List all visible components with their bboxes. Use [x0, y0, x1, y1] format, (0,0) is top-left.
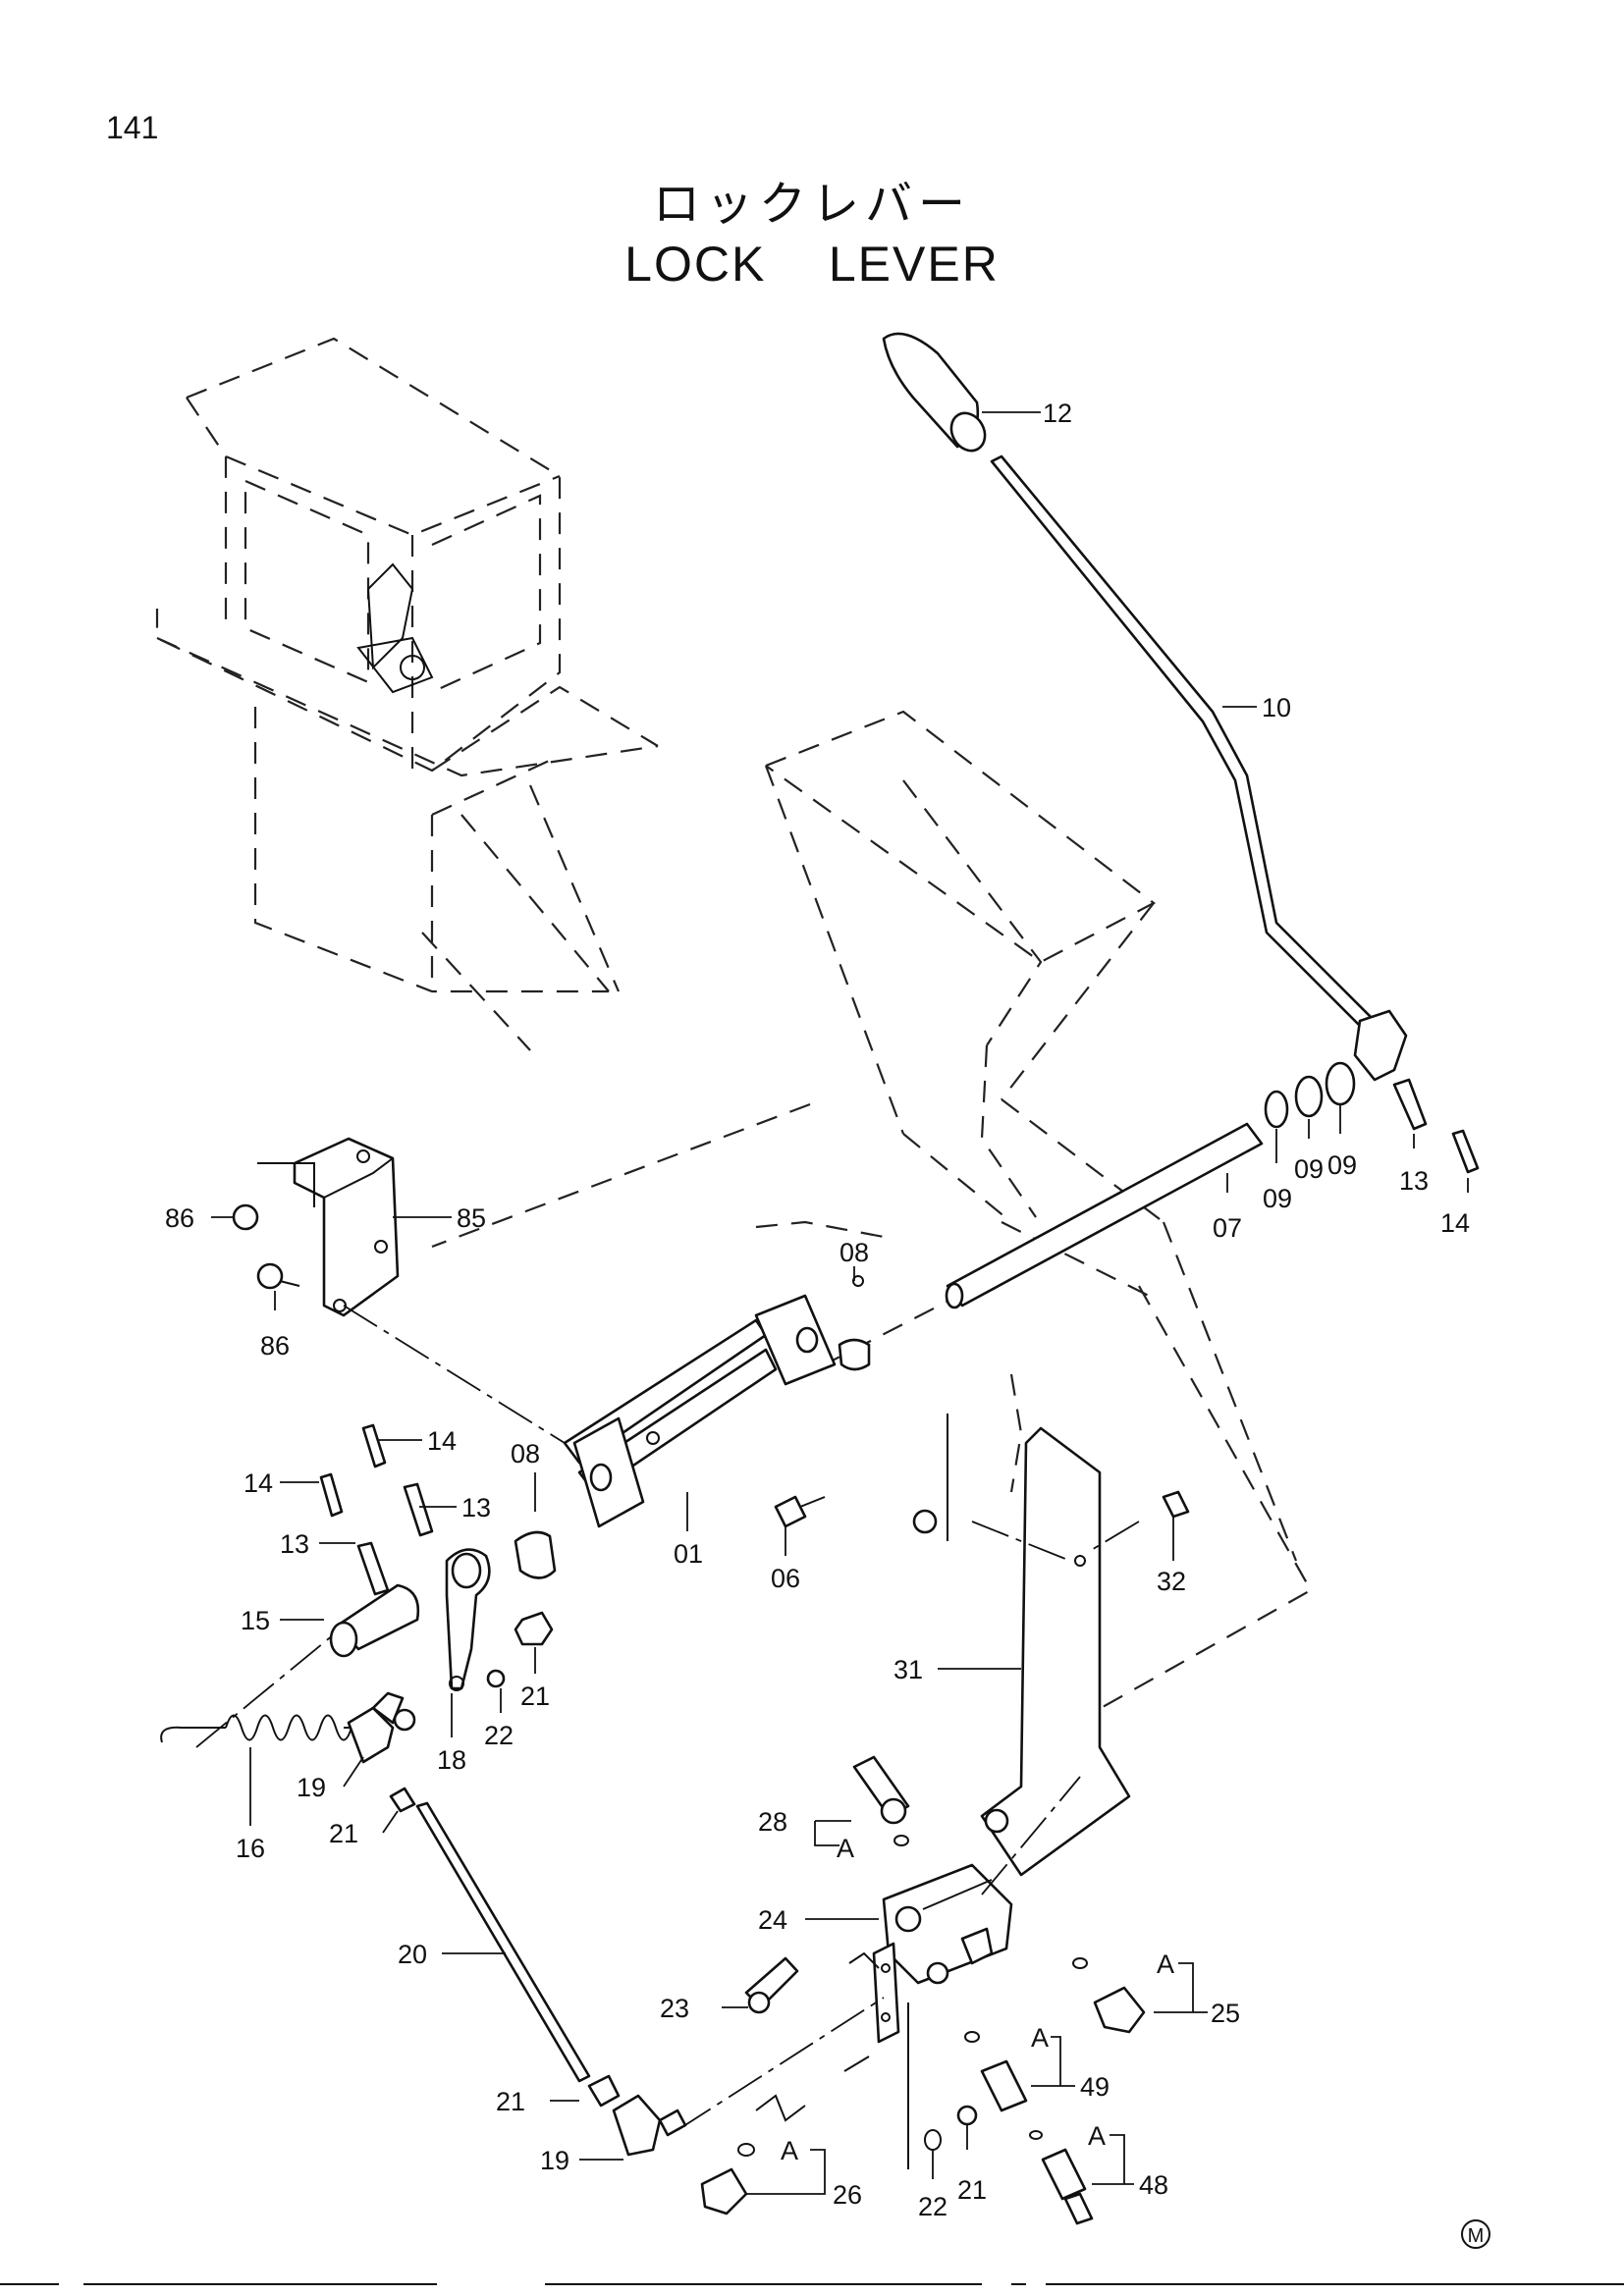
callout-21b: 21: [329, 1819, 358, 1848]
callout-01: 01: [674, 1539, 703, 1569]
page-title-english: LOCK LEVER: [624, 237, 1000, 292]
centre-lines: [195, 1305, 1140, 2131]
callout-10: 10: [1262, 693, 1291, 722]
callout-14b: 14: [244, 1468, 273, 1498]
callout-25: 25: [1211, 1999, 1240, 2028]
callout-24: 24: [758, 1905, 787, 1935]
lever-rod: [882, 332, 1480, 1174]
page-number: 141: [106, 110, 159, 145]
callout-07: 07: [1213, 1213, 1242, 1243]
callout-22b: 22: [918, 2192, 947, 2221]
callout-18: 18: [437, 1745, 466, 1775]
callout-20: 20: [398, 1940, 427, 1969]
callout-21a: 21: [520, 1682, 550, 1711]
callout-08a: 08: [839, 1238, 869, 1267]
bracket-85: [232, 1137, 400, 1317]
callout-labels: 12 10 09 09 09 13 14 07 85 86 86 08 08 1…: [165, 399, 1470, 2221]
callout-14a: 14: [427, 1426, 457, 1456]
m-mark: M: [1461, 2219, 1490, 2249]
callout-14: 14: [1440, 1208, 1470, 1238]
callout-13: 13: [1399, 1166, 1429, 1196]
m-mark-letter: M: [1468, 2225, 1485, 2247]
console-phantom-outline: [431, 710, 1313, 1748]
callout-85: 85: [457, 1203, 486, 1233]
link-assembly: [514, 1275, 871, 1579]
spring-16: [160, 1707, 379, 1743]
callout-86b: 86: [260, 1331, 290, 1361]
callout-A-26: A: [781, 2136, 798, 2165]
callout-A-25: A: [1157, 1949, 1174, 1979]
rod-20: [415, 1801, 621, 2108]
callout-19b: 19: [540, 2146, 569, 2175]
callout-28: 28: [758, 1807, 787, 1837]
callout-A-49: A: [1031, 2023, 1049, 2053]
callout-32: 32: [1157, 1567, 1186, 1596]
callout-21d: 21: [957, 2175, 987, 2205]
callout-08b: 08: [511, 1439, 540, 1468]
lever-parts: [319, 1423, 554, 1691]
callout-13a: 13: [461, 1493, 491, 1522]
callout-31: 31: [893, 1655, 923, 1684]
callout-22a: 22: [484, 1721, 514, 1750]
bracket-31: [980, 1426, 1190, 1877]
callout-86a: 86: [165, 1203, 194, 1233]
callout-49: 49: [1080, 2072, 1110, 2102]
callout-26: 26: [833, 2180, 862, 2210]
callout-21c: 21: [496, 2087, 525, 2116]
elbow-19-lower: [612, 2056, 870, 2216]
page-title-japanese: ロックレバー: [652, 177, 971, 232]
elbow-19-upper: [347, 1691, 416, 1813]
cab-phantom-outline: [155, 337, 659, 1051]
switch-assembly: [744, 1755, 1146, 2225]
washers: [1264, 1061, 1356, 1129]
shaft: [945, 1122, 1264, 1309]
callout-15: 15: [241, 1606, 270, 1635]
callout-06: 06: [771, 1564, 800, 1593]
callout-09c: 09: [1327, 1150, 1357, 1180]
callout-09b: 09: [1294, 1154, 1324, 1184]
callout-A-48: A: [1088, 2121, 1106, 2151]
callout-leaders: [211, 411, 1469, 2195]
callout-09a: 09: [1263, 1184, 1292, 1213]
callout-A-28: A: [837, 1834, 854, 1863]
bolt-06: [774, 1414, 948, 1541]
callout-16: 16: [236, 1834, 265, 1863]
callout-13b: 13: [280, 1529, 309, 1559]
callout-23: 23: [660, 1994, 689, 2023]
callout-12: 12: [1043, 399, 1072, 428]
callout-19a: 19: [297, 1773, 326, 1802]
callout-48: 48: [1139, 2170, 1168, 2200]
